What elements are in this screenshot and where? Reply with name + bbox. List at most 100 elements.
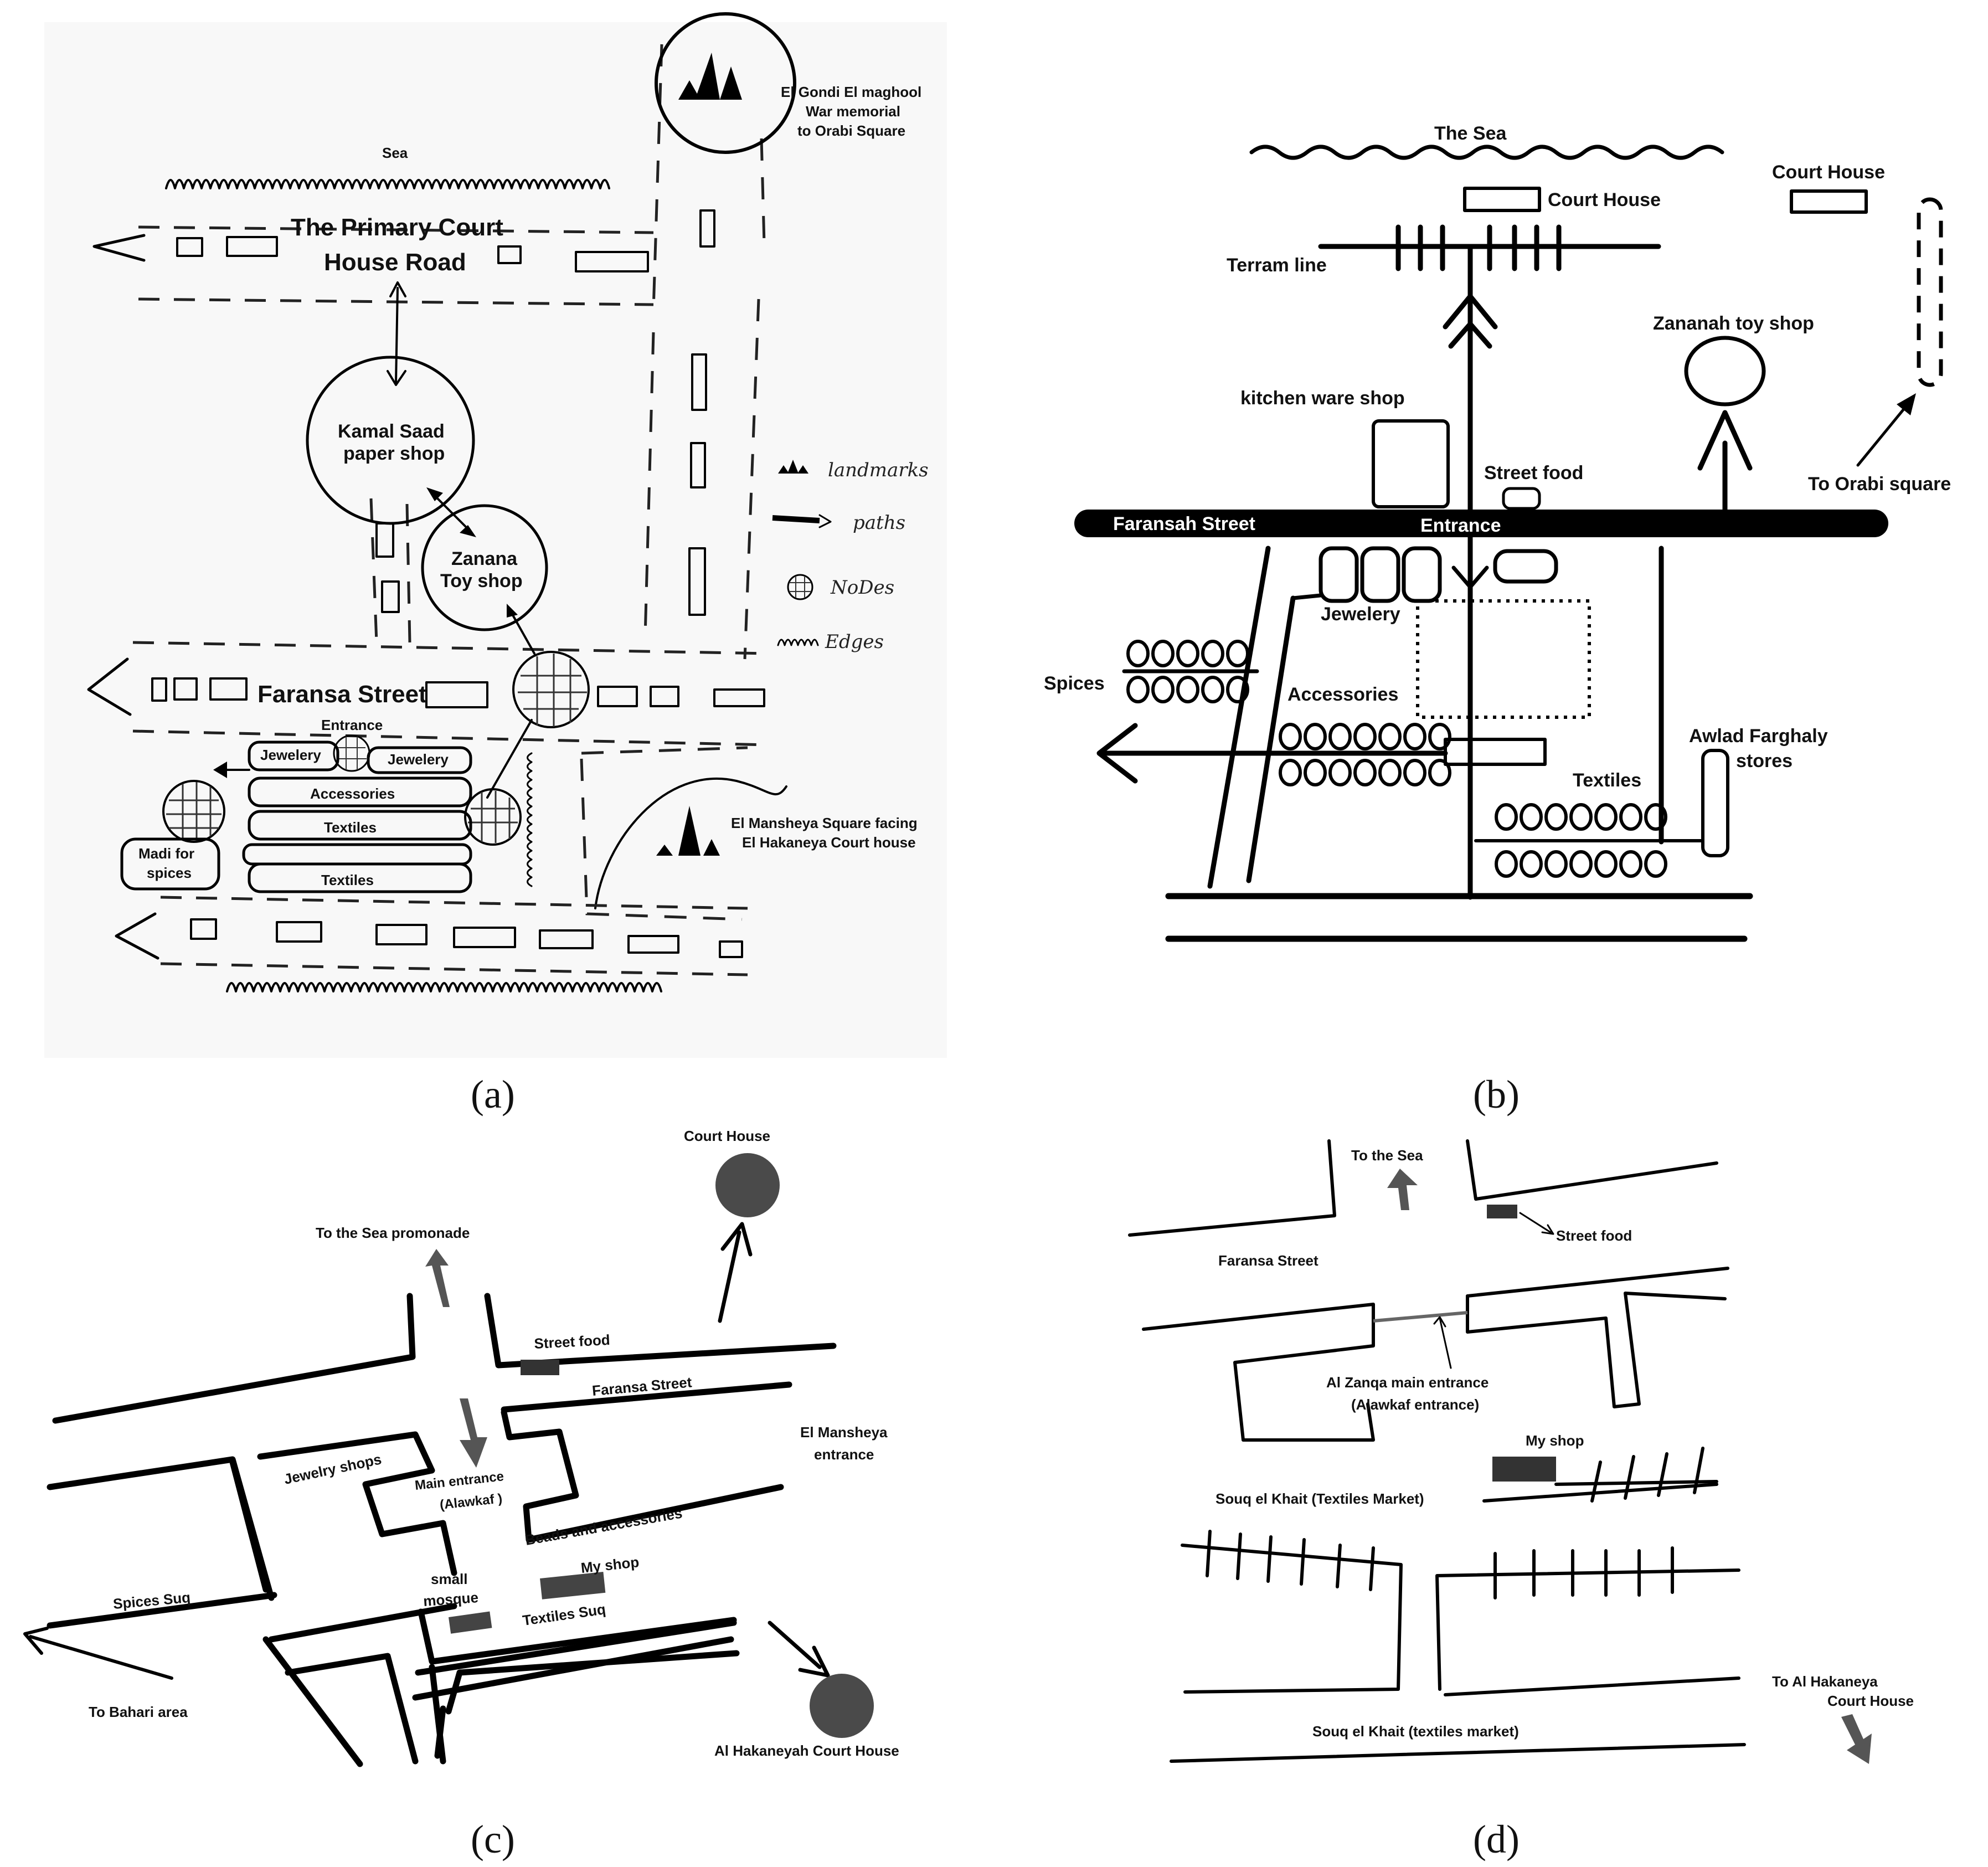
sea-label-c: To the Sea promonade [316, 1225, 470, 1241]
court-house-label-c: Court House [684, 1128, 770, 1144]
vertical-street-far [760, 138, 766, 244]
my-shop-label-c: My shop [580, 1554, 640, 1576]
entrance-down-arrow [1451, 565, 1489, 589]
shop-blocks-a [120, 740, 472, 893]
jewelery-label-a2: Jewelery [388, 751, 449, 768]
node-accessories [464, 788, 522, 846]
awlad-label-2: stores [1736, 750, 1793, 772]
awlad-box [1701, 749, 1729, 857]
lower-left-street-c [262, 1636, 446, 1767]
mansheya-label-c1: El Mansheya [800, 1424, 888, 1441]
streets-c [47, 1293, 837, 1765]
street-food-label-d: Street food [1556, 1227, 1632, 1244]
entrance-label-a: Entrance [321, 717, 383, 733]
textiles-label-a2: Textiles [321, 872, 374, 888]
panel-a-caption: (a) [471, 1072, 515, 1117]
sea-arrow-d [1387, 1169, 1418, 1210]
legend-a: landmarks paths NoDes Edges [772, 459, 929, 653]
vertical-street-left [652, 44, 663, 311]
kamal-road-edge-left [369, 498, 378, 643]
landmark-icon [678, 53, 742, 100]
memorial-circle [655, 12, 796, 154]
panel-a: Sea The Primary Court House Road El Gond… [44, 12, 947, 1117]
hakaneya-label-d1: To Al Hakaneya [1772, 1673, 1878, 1690]
legend-nodes-label: NoDes [830, 577, 894, 599]
node-madi [162, 780, 225, 843]
accessories-box [1444, 738, 1547, 766]
street-food-shop-c [521, 1360, 559, 1375]
bottom-road-blocks [190, 918, 743, 958]
court-road-label-1: The Primary Court [291, 214, 503, 241]
hakaneyah-label-c: Al Hakaneyah Court House [714, 1742, 899, 1759]
accessories-circles [1279, 723, 1451, 786]
spices-label-b: Spices [1044, 673, 1105, 694]
kamal-zanana-arrowhead [426, 487, 476, 537]
legend-landmarks-icon [778, 460, 808, 474]
legend-edges-label: Edges [825, 631, 884, 653]
bottom-road-bottom-edge [160, 962, 748, 976]
mansheya-label-1: El Mansheya Square facing [731, 815, 918, 831]
court-house-box-b1 [1463, 187, 1541, 212]
road-to-kamal-arrow [387, 281, 406, 386]
hakaneya-arrow-d [1841, 1714, 1872, 1764]
sea-wave-b [1249, 145, 1724, 160]
entrance-label-b: Entrance [1420, 515, 1501, 536]
textiles-label-b: Textiles [1573, 770, 1641, 791]
sea-label-d: To the Sea [1351, 1147, 1423, 1164]
small-mosque-c [449, 1611, 492, 1634]
faransa-arrow [87, 657, 132, 716]
panel-d-caption: (d) [1473, 1817, 1520, 1861]
textiles-label-a1: Textiles [324, 819, 377, 836]
kamal-saad-circle [306, 356, 475, 525]
my-shop-street-d [1554, 1480, 1718, 1486]
left-street-b1 [1207, 546, 1271, 889]
north-arrow-b [1443, 294, 1498, 349]
kamal-saad-label-1: Kamal Saad [338, 421, 445, 442]
my-shop-label-d: My shop [1526, 1432, 1584, 1449]
legend-paths-label: paths [853, 512, 905, 534]
panel-c-caption: (c) [471, 1817, 515, 1861]
my-shop-d [1492, 1457, 1556, 1482]
court-house-box-b2 [1790, 189, 1868, 214]
panel-b: The Sea Court House Court House Terram l… [1044, 123, 1951, 1117]
court-road-blocks [176, 236, 649, 272]
mansheya-top-dashed [581, 746, 748, 755]
small-mosque-label-c1: small [431, 1571, 468, 1587]
mansheya-landmark-icon [656, 806, 720, 856]
panel-c: Court House To the Sea promonade Street … [23, 1128, 899, 1861]
awlad-label-1: Awlad Farghaly [1689, 726, 1828, 747]
panel-d: To the Sea Street food Faransa Street Al… [1128, 1139, 1914, 1861]
court-road-label-2: House Road [324, 249, 466, 276]
souq-ties-right-d [1493, 1546, 1674, 1599]
zanana-label-1: Zanana [451, 548, 518, 569]
node-link-line [486, 719, 533, 799]
bahari-arrow-c [23, 1627, 173, 1680]
textiles-circles [1495, 803, 1667, 878]
kitchen-box [1372, 419, 1450, 508]
faransa-label: Faransa Street [257, 681, 427, 708]
zanqa-label-d1: Al Zanqa main entrance [1326, 1374, 1489, 1391]
left-street-c [47, 1459, 277, 1629]
bahari-label-c: To Bahari area [89, 1704, 188, 1720]
accessories-label-b: Accessories [1287, 684, 1398, 705]
souq-label-d1: Souq el Khait (Textiles Market) [1216, 1490, 1424, 1507]
hakaneya-label-d2: Court House [1827, 1693, 1914, 1709]
main-entrance-arrow-c [460, 1398, 487, 1468]
my-shop-c [540, 1571, 606, 1599]
left-street-b2 [1246, 595, 1296, 883]
node-faransa [512, 651, 590, 728]
orabi-arrow [1856, 403, 1909, 467]
zananah-label: Zananah toy shop [1653, 313, 1814, 334]
souq-label-d2: Souq el Khait (textiles market) [1312, 1723, 1519, 1740]
streets-d [1128, 1139, 1746, 1763]
legend-landmarks-label: landmarks [828, 459, 929, 481]
node-to-zanana-arrow [508, 608, 535, 655]
court-house-label-b2: Court House [1772, 162, 1885, 183]
court-house-dot-c [715, 1153, 780, 1217]
jewelery-arrowhead [213, 762, 227, 778]
kitchen-label: kitchen ware shop [1240, 388, 1405, 409]
zanana-label-2: Toy shop [440, 570, 523, 592]
street-food-shop-d [1487, 1205, 1517, 1218]
court-house-arrow-c [718, 1222, 753, 1323]
